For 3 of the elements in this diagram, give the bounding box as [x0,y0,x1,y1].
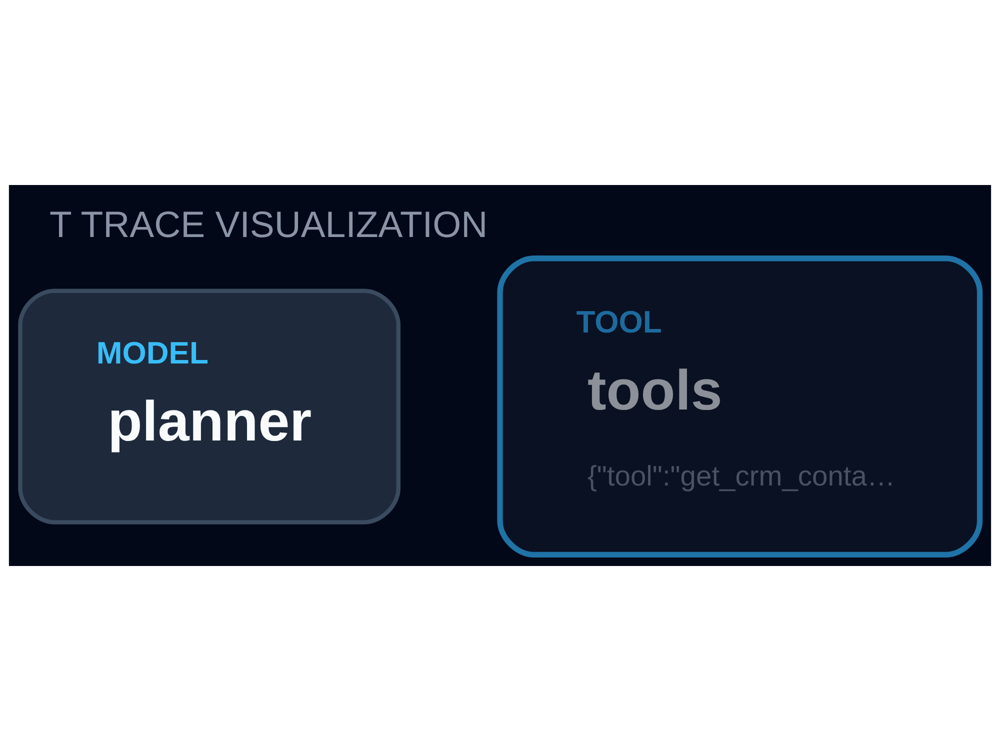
node-box: TOOL tools {"tool":"get_crm_conta… [497,255,983,558]
node-box: MODEL planner [18,288,401,524]
diagram-title: T TRACE VISUALIZATION [50,203,488,244]
